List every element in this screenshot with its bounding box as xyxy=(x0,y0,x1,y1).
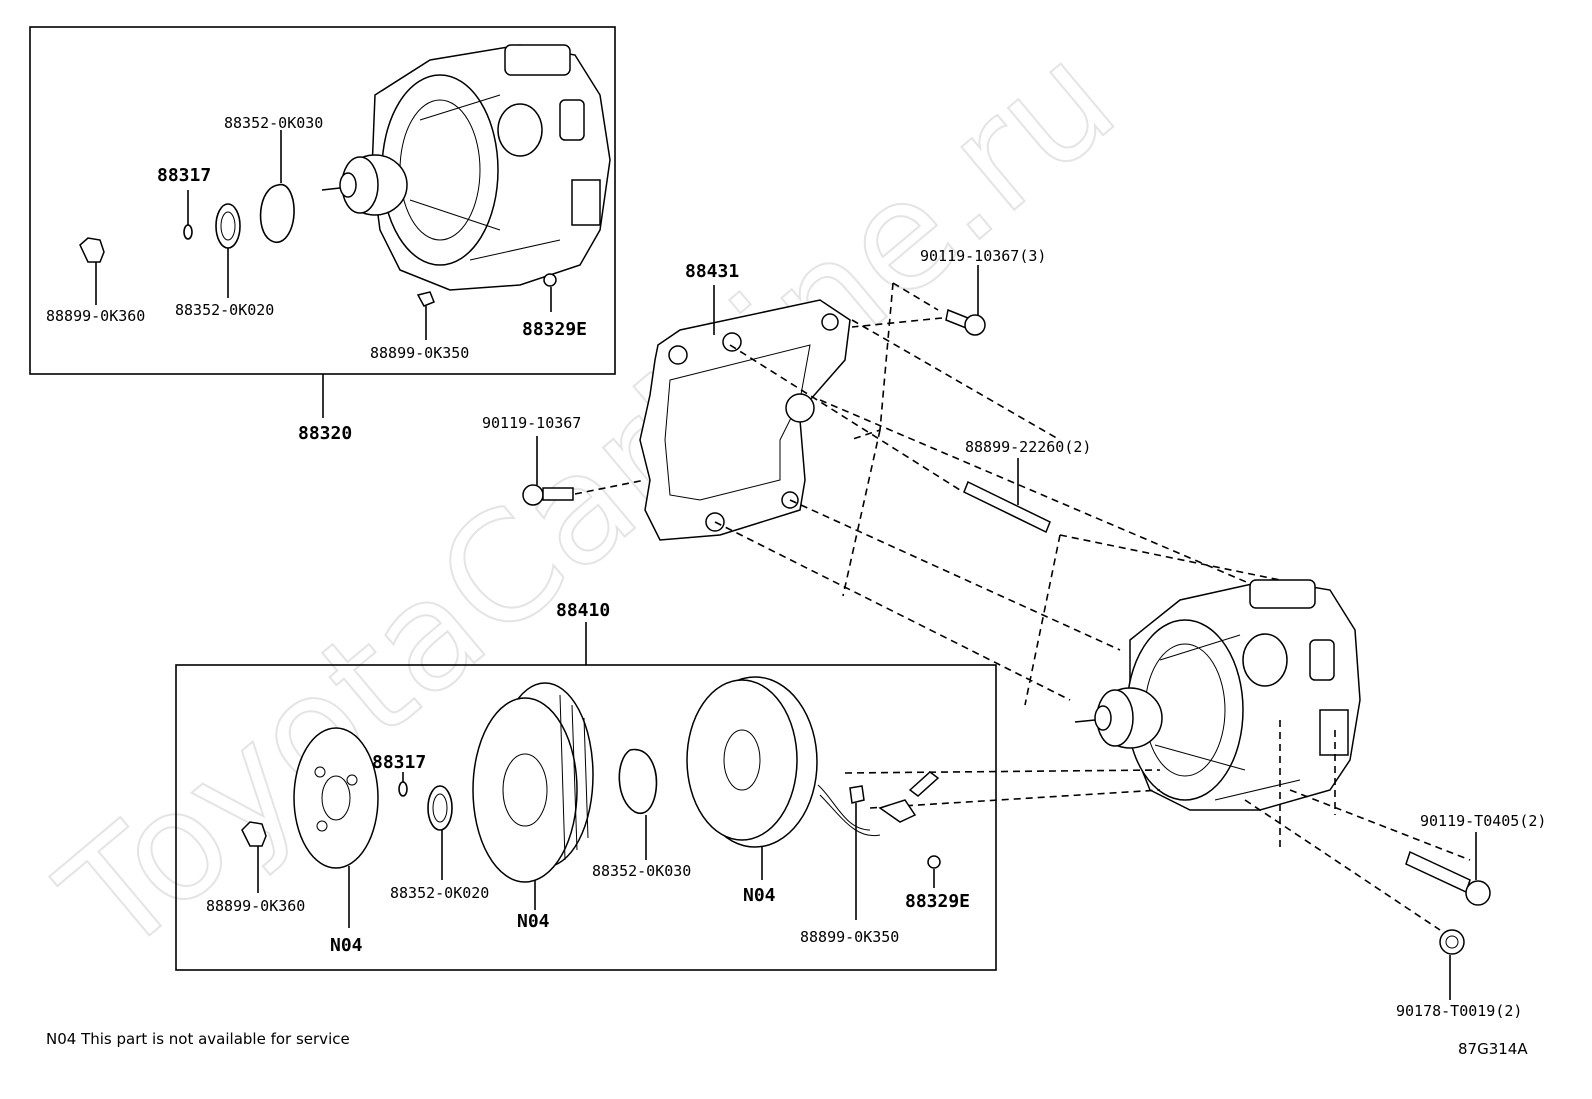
label-88899-0k350-bottom: 88899-0K350 xyxy=(800,928,899,946)
label-88317-top: 88317 xyxy=(157,165,211,186)
label-88899-0k350-top: 88899-0K350 xyxy=(370,344,469,362)
connector-bottom xyxy=(849,785,865,804)
shim-top xyxy=(183,224,193,240)
label-90119-10367-3: 90119-10367(3) xyxy=(920,247,1046,265)
bolt-90119-10367 xyxy=(522,484,574,506)
nut-bottom xyxy=(241,821,267,847)
snap-ring-bottom xyxy=(618,748,658,815)
label-88352-0k020-bottom: 88352-0K020 xyxy=(390,884,489,902)
washer-bottom xyxy=(427,785,453,831)
label-88352-0k030-top: 88352-0K030 xyxy=(224,114,323,132)
label-n04-coil: N04 xyxy=(743,885,776,906)
bolt-88329e-top xyxy=(543,273,557,287)
label-88352-0k020-top: 88352-0K020 xyxy=(175,301,274,319)
label-88899-0k360-bottom: 88899-0K360 xyxy=(206,897,305,915)
label-88329e-top: 88329E xyxy=(522,319,587,340)
drawing-code: 87G314A xyxy=(1458,1040,1528,1058)
footnote: N04 This part is not available for servi… xyxy=(46,1030,350,1048)
label-88431: 88431 xyxy=(685,261,739,282)
label-88320: 88320 xyxy=(298,423,352,444)
clutch-hub xyxy=(293,727,379,869)
bolt-90119-10367-3 xyxy=(945,308,986,336)
label-90119-10367: 90119-10367 xyxy=(482,414,581,432)
label-n04-hub: N04 xyxy=(330,935,363,956)
bolt-88329e-bottom xyxy=(927,855,941,869)
bolt-90119-t0405 xyxy=(1405,850,1491,906)
snap-ring-top xyxy=(259,183,295,243)
stud-88899-22260 xyxy=(963,480,1051,534)
label-88329e-bottom: 88329E xyxy=(905,891,970,912)
label-90119-t0405: 90119-T0405(2) xyxy=(1420,812,1546,830)
washer-top xyxy=(215,203,241,249)
label-88317-bottom: 88317 xyxy=(372,752,426,773)
label-88352-0k030-bottom: 88352-0K030 xyxy=(592,862,691,880)
compressor-drawing-top xyxy=(321,44,611,291)
label-88899-22260: 88899-22260(2) xyxy=(965,438,1091,456)
connector-top xyxy=(416,291,435,307)
nut-top xyxy=(79,237,105,263)
label-88410: 88410 xyxy=(556,600,610,621)
field-coil xyxy=(686,676,881,848)
clutch-pulley xyxy=(472,682,594,883)
compressor-drawing-right xyxy=(1074,579,1361,811)
bracket-88431 xyxy=(639,299,851,541)
shim-bottom xyxy=(398,781,408,797)
label-88899-0k360-top: 88899-0K360 xyxy=(46,307,145,325)
nut-90178-t0019 xyxy=(1439,929,1465,955)
label-n04-pulley: N04 xyxy=(517,911,550,932)
label-90178-t0019: 90178-T0019(2) xyxy=(1396,1002,1522,1020)
